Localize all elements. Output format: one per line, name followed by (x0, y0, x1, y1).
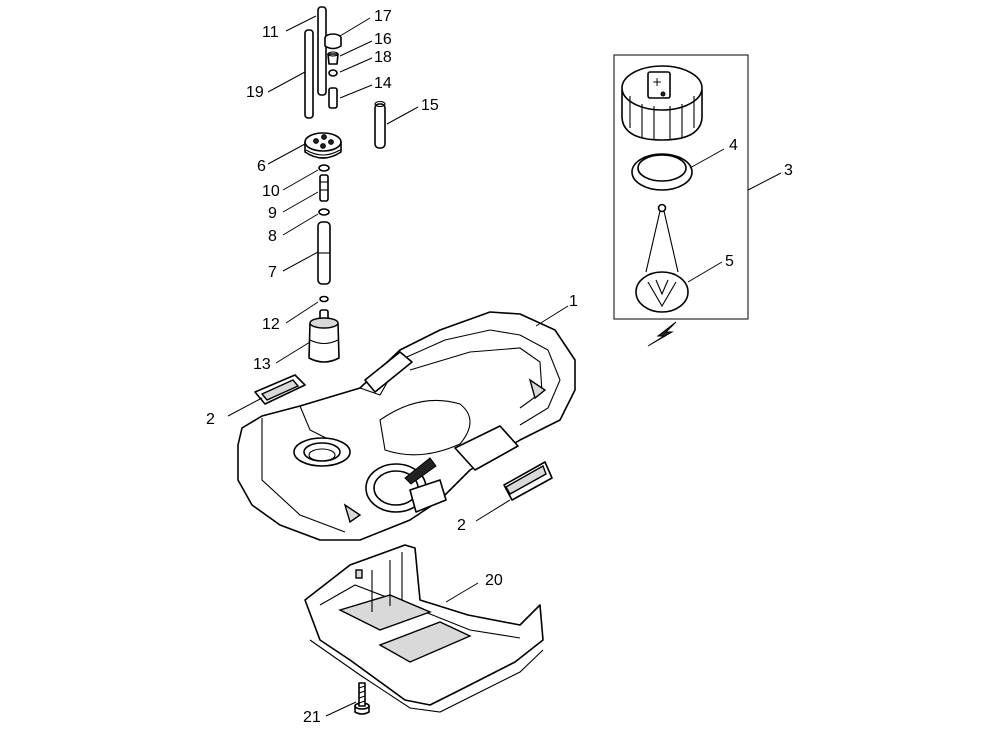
leader-lines (227, 15, 782, 717)
callout-7: 7 (268, 264, 277, 281)
callout-10: 10 (262, 183, 280, 200)
callout-3: 3 (784, 162, 793, 179)
callout-labels: 11 17 16 18 14 15 19 6 10 9 8 7 12 13 2 … (206, 8, 793, 726)
callout-21: 21 (303, 709, 321, 726)
callout-13: 13 (253, 356, 271, 373)
callout-9: 9 (268, 205, 277, 222)
rod-15 (374, 100, 386, 149)
fuel-line-19 (304, 29, 314, 119)
callout-2-left: 2 (206, 411, 215, 428)
filter-cap-17 (324, 33, 342, 50)
o-ring-10 (318, 164, 330, 172)
cap-gasket-4 (631, 153, 693, 191)
callout-18: 18 (374, 49, 392, 66)
mount-2-left (254, 374, 306, 405)
mount-2-right (503, 461, 553, 501)
callout-20: 20 (485, 572, 503, 589)
strainer-5 (635, 203, 689, 313)
connector-9 (319, 174, 329, 202)
tank-grommet-6 (304, 132, 342, 159)
pickup-tube-7 (317, 221, 331, 285)
callout-12: 12 (262, 316, 280, 333)
grommet-16 (327, 51, 339, 65)
callout-17: 17 (374, 8, 392, 25)
callout-8: 8 (268, 228, 277, 245)
fuel-cap-assembly-box (613, 54, 749, 320)
flash-arrow-icon (647, 321, 677, 347)
check-valve-14 (328, 87, 338, 109)
fuel-line-11 (317, 6, 327, 96)
tank-guard-20 (304, 544, 544, 713)
fuel-pump-icon: + (647, 71, 671, 99)
clip-12 (319, 295, 329, 303)
svg-text:+: + (652, 75, 662, 89)
o-ring-8 (318, 208, 330, 216)
o-ring-18 (328, 69, 338, 77)
callout-5: 5 (725, 253, 734, 270)
fuel-filter-13 (308, 309, 340, 363)
callout-14: 14 (374, 75, 392, 92)
fuel-cap: + (621, 65, 703, 141)
fuel-tank-1 (237, 311, 576, 541)
callout-11: 11 (262, 24, 279, 41)
callout-1: 1 (569, 293, 578, 310)
callout-2-right: 2 (457, 517, 466, 534)
screw-21 (354, 682, 370, 715)
callout-16: 16 (374, 31, 392, 48)
callout-19: 19 (246, 84, 264, 101)
callout-15: 15 (421, 97, 439, 114)
callout-6: 6 (257, 158, 266, 175)
callout-4: 4 (729, 137, 738, 154)
